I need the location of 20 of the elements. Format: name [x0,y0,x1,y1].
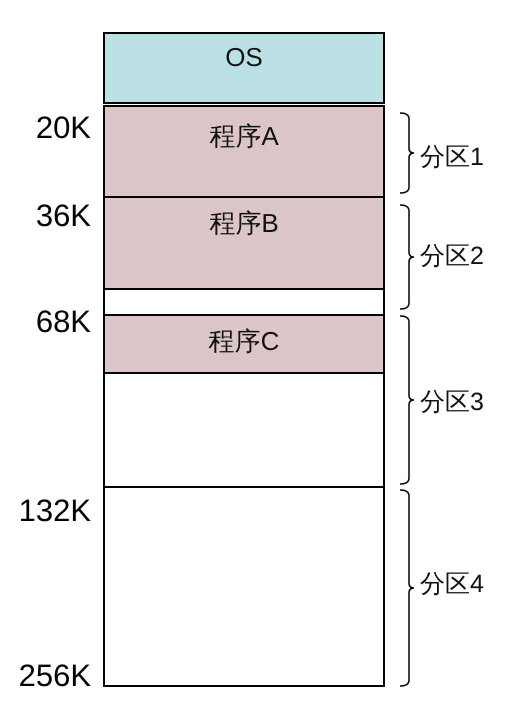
address-label: 68K [34,306,91,337]
partition-label: 分区2 [420,244,484,269]
block-label: 程序B [209,210,279,236]
empty-memory-block [103,288,385,316]
address-label: 256K [18,660,91,691]
memory-block [103,196,385,290]
memory-block [103,105,385,198]
address-label: 36K [34,200,91,231]
block-label: 程序C [208,328,280,354]
memory-block [103,314,385,374]
block-label: 程序A [209,123,279,149]
address-label: 132K [18,495,91,526]
empty-memory-block [103,372,385,488]
empty-memory-block [103,486,385,687]
address-label: 20K [34,112,91,143]
partition-label: 分区1 [420,145,484,170]
partition-label: 分区4 [420,572,484,597]
block-label: OS [225,44,263,70]
partition-label: 分区3 [420,390,484,415]
memory-block [103,32,385,104]
